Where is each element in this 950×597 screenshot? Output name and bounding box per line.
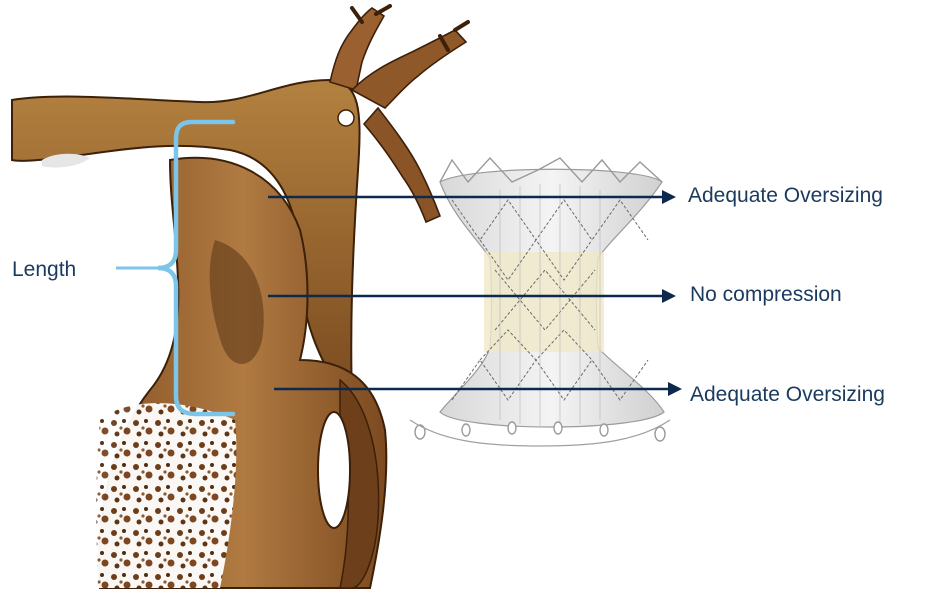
arrow-top-head (662, 190, 676, 204)
arrow-bottom-head (668, 382, 682, 396)
stent-valve (410, 158, 670, 446)
no-compression-label: No compression (690, 284, 842, 305)
arrow-middle-head (662, 289, 676, 303)
speckled-region (96, 403, 236, 588)
ventricular-opening (318, 412, 350, 528)
bottom-oversizing-label: Adequate Oversizing (690, 384, 885, 405)
length-label: Length (12, 259, 76, 280)
top-oversizing-label: Adequate Oversizing (688, 185, 883, 206)
